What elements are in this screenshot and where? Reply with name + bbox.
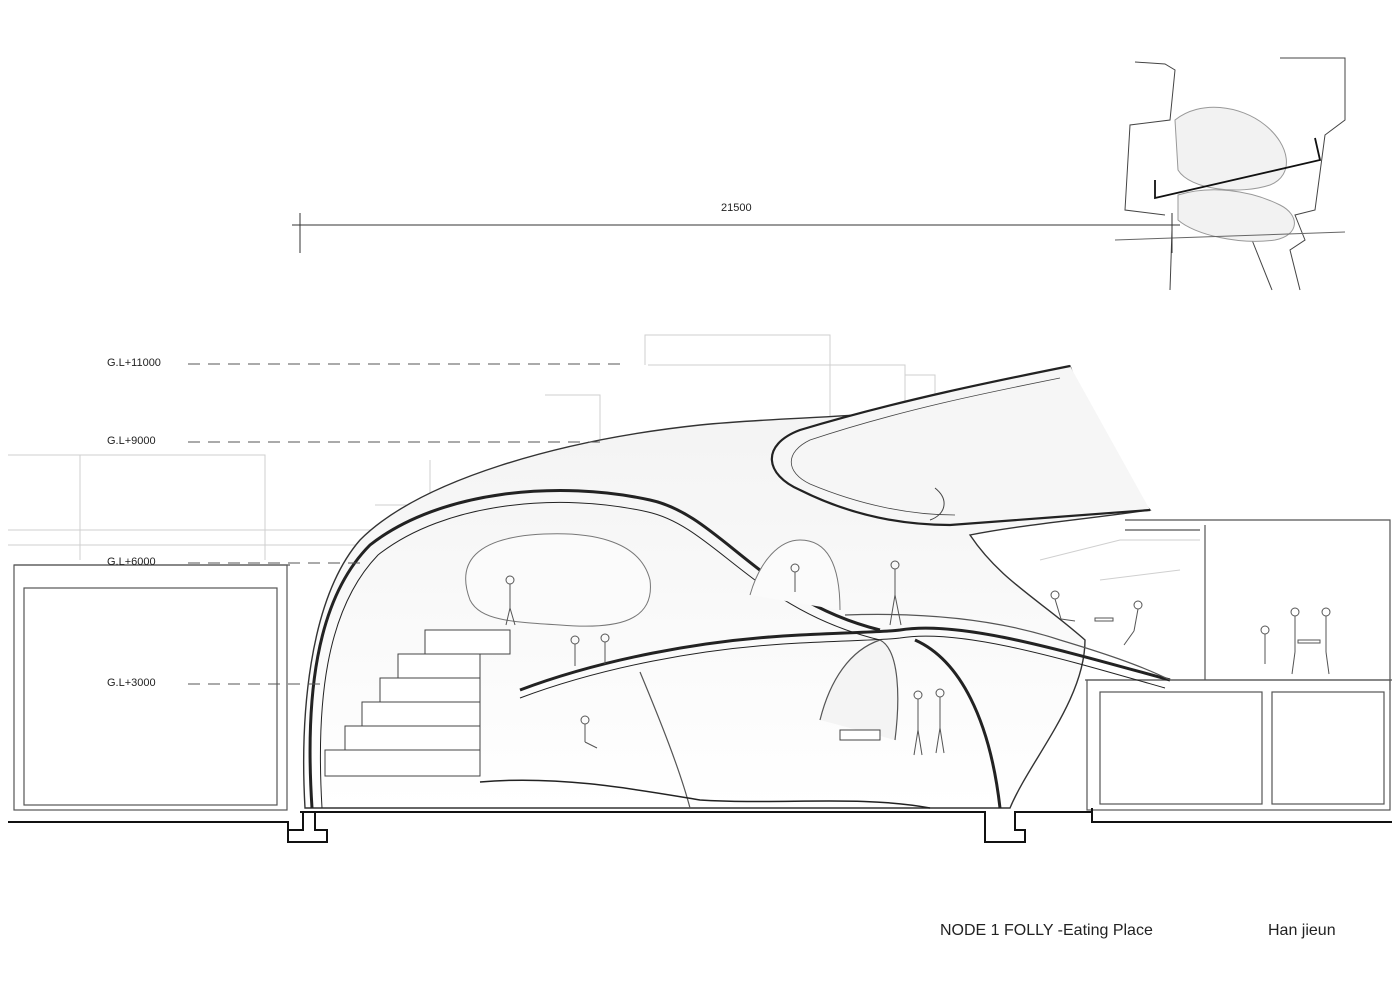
drawing-title: NODE 1 FOLLY -Eating Place (940, 922, 1153, 939)
level-label-9000: G.L+9000 (107, 435, 156, 447)
dimension-line (292, 213, 1180, 253)
ground-line (8, 808, 1392, 843)
left-building (13, 564, 290, 811)
folly-shell (303, 364, 1171, 809)
right-building (1085, 519, 1392, 811)
level-label-6000: G.L+6000 (107, 556, 156, 568)
span-dimension-label: 21500 (721, 202, 752, 214)
level-lines (188, 363, 625, 685)
author-name: Han jieun (1268, 922, 1336, 939)
staircase (324, 629, 881, 777)
site-plan-inset (1114, 57, 1346, 291)
level-label-11000: G.L+11000 (107, 357, 161, 369)
people (505, 560, 1331, 756)
level-label-3000: G.L+3000 (107, 677, 156, 689)
